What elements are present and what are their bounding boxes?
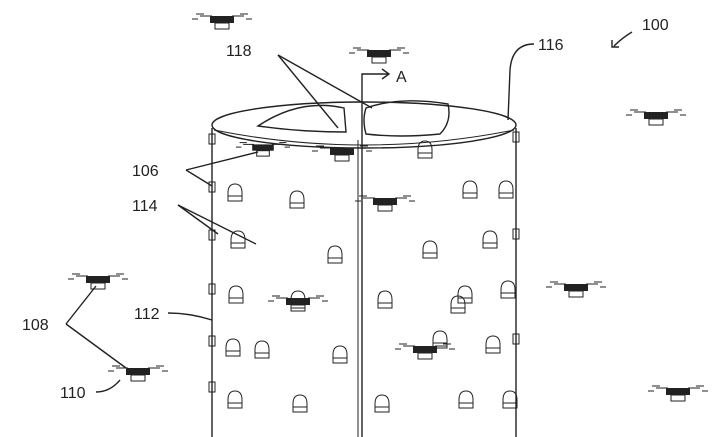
section-marker-arrowhead [381, 68, 391, 80]
label-106: 106 [132, 163, 159, 180]
section-marker [361, 68, 391, 82]
bay [462, 180, 478, 199]
bay [228, 285, 244, 304]
bay [502, 390, 518, 409]
bay [377, 290, 393, 309]
edge-hook [208, 381, 216, 393]
bay [327, 245, 343, 264]
uav-icon [546, 281, 606, 298]
edge-hook [208, 133, 216, 145]
tower-top-rim [213, 129, 515, 146]
leader-110 [95, 379, 121, 393]
bay [332, 345, 348, 364]
edge-hook [512, 333, 520, 345]
edge-hook [208, 335, 216, 347]
bay [485, 335, 501, 354]
bay [458, 390, 474, 409]
leader-106-a [185, 151, 259, 171]
leader-100-arrowhead [611, 40, 619, 48]
uav-icon [68, 273, 128, 290]
top-opening-left [256, 104, 347, 133]
label-116: 116 [538, 37, 564, 54]
section-marker-line [361, 73, 388, 82]
bay [422, 240, 438, 259]
label-section-a: A [396, 69, 407, 86]
label-112: 112 [134, 306, 160, 323]
leader-112 [167, 312, 213, 321]
bay [254, 340, 270, 359]
bay [432, 330, 448, 349]
bay [227, 390, 243, 409]
uav-icon [626, 109, 686, 126]
leader-100 [613, 31, 633, 47]
top-opening-right [363, 100, 450, 137]
edge-hook [208, 181, 216, 193]
bay [417, 140, 433, 159]
bay [374, 394, 390, 413]
edge-hook [208, 283, 216, 295]
uav-icon [355, 195, 415, 212]
bay [450, 295, 466, 314]
label-110: 110 [60, 385, 86, 402]
edge-hook [512, 131, 520, 143]
uav-icon [236, 142, 290, 157]
uav-icon [648, 385, 708, 402]
edge-hook [512, 228, 520, 240]
uavs-group [68, 13, 708, 402]
tower [211, 82, 517, 437]
uav-icon [395, 343, 455, 360]
label-100: 100 [642, 17, 669, 34]
leader-116 [507, 43, 535, 121]
bay [457, 285, 473, 304]
labels: 100 118 A 116 106 114 112 108 110 [22, 17, 669, 402]
leader-118-b [277, 54, 373, 109]
leader-108-b [65, 323, 127, 369]
uav-icon [349, 47, 409, 64]
uav-icon [108, 365, 168, 382]
leader-114-a [177, 204, 219, 235]
bay [230, 230, 246, 249]
leader-106-b [185, 169, 213, 187]
uav-icon [312, 145, 372, 162]
leader-lines [65, 31, 633, 393]
bay [498, 180, 514, 199]
bay [289, 190, 305, 209]
label-114: 114 [132, 198, 158, 215]
bay [227, 183, 243, 202]
label-108: 108 [22, 317, 49, 334]
uav-icon [268, 295, 328, 312]
bay [482, 230, 498, 249]
bay [500, 280, 516, 299]
leader-108-a [65, 285, 97, 325]
leader-114-b [177, 204, 257, 245]
bay [292, 394, 308, 413]
bay [225, 338, 241, 357]
label-118: 118 [226, 43, 252, 60]
bays-group [208, 131, 520, 413]
uav-icon [192, 13, 252, 30]
leader-118-a [277, 54, 339, 129]
